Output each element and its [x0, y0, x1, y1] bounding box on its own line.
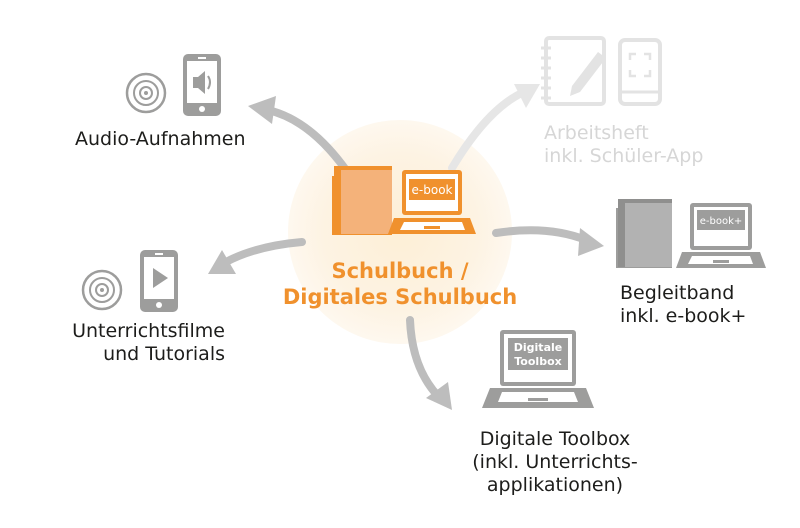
filme-line2: und Tutorials	[103, 343, 225, 365]
begleitband-laptop-icon	[676, 203, 766, 268]
filme-line1: Unterrichtsfilme	[72, 320, 225, 342]
filme-label: Unterrichtsfilme und Tutorials	[35, 320, 225, 366]
notebook-pen-icon	[541, 36, 606, 106]
center-book-icon	[332, 166, 392, 235]
arbeitsheft-label: Arbeitsheft inkl. Schüler-App	[544, 122, 703, 168]
begleitband-line2: inkl. e-book+	[620, 305, 747, 327]
phone-scan-icon	[618, 38, 662, 106]
center-label-line1: Schulbuch /	[331, 259, 469, 283]
toolbox-line3: applikationen)	[486, 474, 624, 496]
begleitband-laptop-text: e-book+	[700, 216, 743, 227]
center-label-line2: Digitales Schulbuch	[282, 285, 518, 309]
toolbox-screen-line1: Digitale	[514, 341, 562, 354]
center-label: Schulbuch / Digitales Schulbuch	[270, 258, 530, 310]
cd-icon	[81, 269, 123, 311]
begleitband-book-icon	[616, 199, 672, 268]
center-laptop-icon	[388, 170, 476, 234]
arbeitsheft-line1: Arbeitsheft	[544, 122, 649, 144]
arrow-to-arbeitsheft	[448, 84, 540, 172]
toolbox-line2: (inkl. Unterrichts-	[472, 451, 638, 473]
toolbox-screen-line2: Toolbox	[514, 355, 561, 368]
arrow-to-audio	[248, 96, 350, 174]
phone-speaker-icon	[183, 54, 221, 116]
phone-play-icon	[140, 250, 178, 312]
cd-icon	[125, 72, 167, 114]
arrow-to-toolbox	[406, 316, 452, 410]
arbeitsheft-line2: inkl. Schüler-App	[544, 145, 704, 167]
begleitband-label: Begleitband inkl. e-book+	[620, 282, 746, 328]
audio-label-text: Audio-Aufnahmen	[75, 128, 246, 150]
arrow-to-filme	[208, 238, 306, 274]
toolbox-laptop-icon	[482, 330, 594, 408]
center-laptop-text: e-book	[412, 183, 453, 197]
audio-label: Audio-Aufnahmen	[75, 128, 246, 151]
begleitband-line1: Begleitband	[620, 282, 735, 304]
toolbox-label: Digitale Toolbox (inkl. Unterrichts- app…	[450, 428, 660, 497]
arrow-to-begleitband	[492, 226, 604, 256]
toolbox-line1: Digitale Toolbox	[479, 428, 631, 450]
